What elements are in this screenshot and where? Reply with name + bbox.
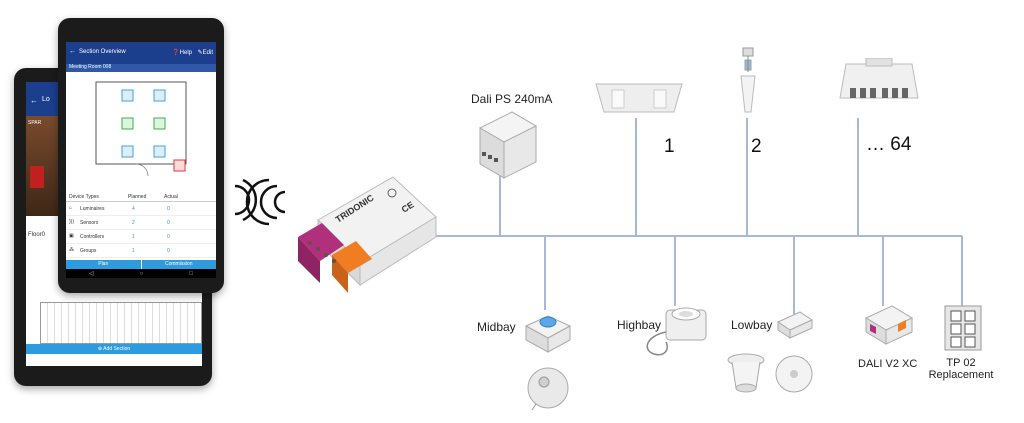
highbay-luminaire xyxy=(839,58,919,99)
device-table: Device Types Planned Actual ⌂ Luminaires… xyxy=(66,192,216,258)
luminaire-icon: ⌂ xyxy=(69,205,73,211)
label-dali-ps: Dali PS 240mA xyxy=(471,92,553,106)
tab-commission[interactable]: Commission xyxy=(141,260,216,269)
label-fixture-1: 1 xyxy=(664,136,675,157)
group-icon: ⁂ xyxy=(69,247,74,253)
label-fixture-64: … 64 xyxy=(866,134,912,155)
front-tablet-screen: ← Section Overview ❓Help ✎Edit Meeting R… xyxy=(66,42,216,278)
highbay-sensor xyxy=(646,307,707,356)
wireless-signal-icon xyxy=(234,178,286,226)
android-nav-bar: ◁ ○ □ xyxy=(66,269,216,278)
label-midbay: Midbay xyxy=(477,320,516,334)
table-row[interactable]: ))) Sensors 2 0 xyxy=(66,216,216,230)
label-fixture-2: 2 xyxy=(751,136,762,157)
table-row[interactable]: ▣ Controllers 1 0 xyxy=(66,230,216,244)
lowbay-sensor-downlight xyxy=(727,353,765,393)
dali-ps-device xyxy=(478,111,538,179)
plus-circle-icon: ⊕ xyxy=(97,346,104,352)
room-subtitle: Meeting Room 008 xyxy=(66,64,216,72)
edit-button[interactable]: ✎Edit xyxy=(197,50,213,56)
pendant-luminaire xyxy=(740,47,756,113)
front-tablet: ← Section Overview ❓Help ✎Edit Meeting R… xyxy=(58,18,224,293)
label-dali-v2-xc: DALI V2 XC xyxy=(858,358,918,370)
midbay-sensor xyxy=(524,315,572,411)
store-name: SPAR xyxy=(28,120,42,126)
edit-icon: ✎ xyxy=(197,50,203,56)
lowbay-sensor-ceiling xyxy=(775,355,813,393)
table-row[interactable]: ⁂ Groups 1 0 xyxy=(66,244,216,258)
nav-recent-icon[interactable]: □ xyxy=(189,270,193,277)
back-arrow-icon[interactable]: ← xyxy=(30,96,38,105)
help-icon: ❓ xyxy=(172,50,180,56)
controller-icon: ▣ xyxy=(69,233,74,239)
nav-back-icon[interactable]: ◁ xyxy=(89,271,94,277)
floor-plan-thumbnail xyxy=(40,302,202,344)
front-app-bar: ← Section Overview ❓Help ✎Edit xyxy=(66,42,216,64)
room-floor-plan xyxy=(95,81,187,177)
tab-plan[interactable]: Plan xyxy=(66,260,142,269)
table-row[interactable]: ⌂ Luminaires 4 0 xyxy=(66,202,216,216)
add-section-button[interactable]: ⊕ Add Section xyxy=(26,344,202,354)
panel-luminaire xyxy=(595,83,683,113)
back-app-title: Lo xyxy=(42,96,50,103)
label-highbay: Highbay xyxy=(617,318,662,332)
label-lowbay: Lowbay xyxy=(731,318,773,332)
table-header: Device Types Planned Actual xyxy=(66,192,216,202)
sensor-icon: ))) xyxy=(69,219,74,225)
nav-home-icon[interactable]: ○ xyxy=(139,270,144,277)
label-tp02: TP 02 Replacement xyxy=(928,357,994,381)
floor-label[interactable]: Floor0 xyxy=(28,232,46,238)
app-title: Section Overview xyxy=(79,49,126,55)
back-arrow-icon[interactable]: ← xyxy=(69,48,76,55)
tridonic-gateway-device: TRIDONIC CE xyxy=(298,176,437,293)
lowbay-sensor-module xyxy=(776,311,814,339)
tp02-push-button-panel xyxy=(944,305,982,351)
help-button[interactable]: ❓Help xyxy=(172,50,192,56)
dali-v2-xc-device xyxy=(864,305,914,345)
bottom-tabs: Plan Commission xyxy=(66,260,216,269)
